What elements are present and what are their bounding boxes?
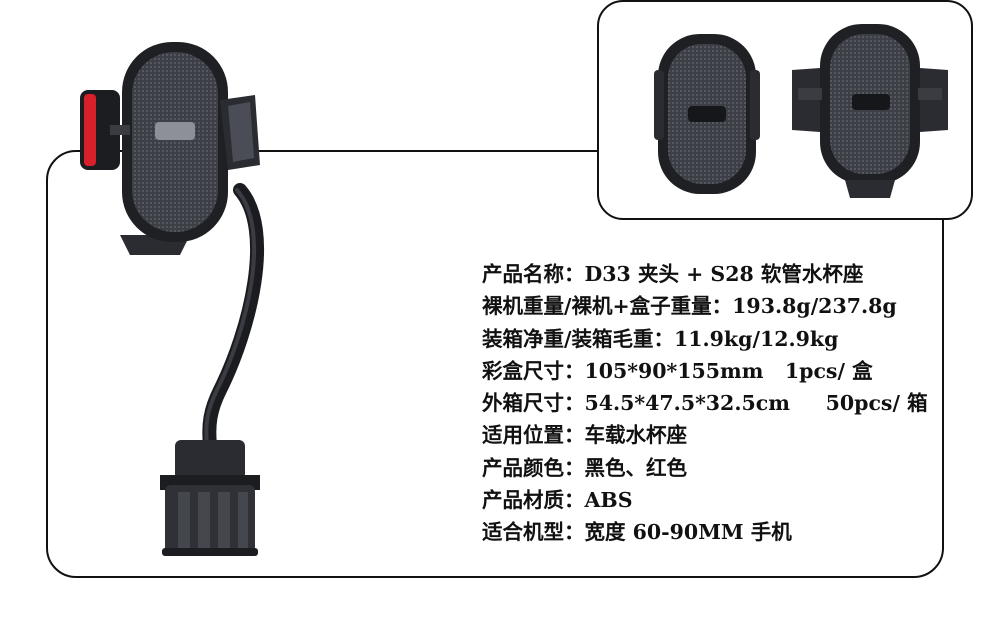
product-main-image xyxy=(80,42,265,556)
spec-row-carton-size: 外箱尺寸：54.5*47.5*32.5cm 50pcs/ 箱 xyxy=(482,391,928,416)
spec-row-color: 产品颜色：黑色、红色 xyxy=(482,455,687,480)
spec-row-carton-weight: 装箱净重/装箱毛重：11.9kg/12.9kg xyxy=(482,326,839,351)
spec-row-weight: 裸机重量/裸机+盒子重量：193.8g/237.8g xyxy=(482,294,897,319)
product-inset-image-open xyxy=(792,24,948,198)
spec-row-compatible: 适合机型：宽度 60-90MM 手机 xyxy=(482,520,792,545)
spec-row-box-size: 彩盒尺寸：105*90*155mm 1pcs/ 盒 xyxy=(482,358,873,383)
main-frame xyxy=(46,150,944,578)
spec-row-name: 产品名称：D33 夹头 + S28 软管水杯座 xyxy=(482,262,864,286)
spec-row-position: 适用位置：车载水杯座 xyxy=(482,423,687,448)
spec-list: 产品名称：D33 夹头 + S28 软管水杯座 裸机重量/裸机+盒子重量：193… xyxy=(482,258,952,549)
product-inset-image-closed xyxy=(654,34,760,194)
spec-row-material: 产品材质：ABS xyxy=(482,488,633,513)
